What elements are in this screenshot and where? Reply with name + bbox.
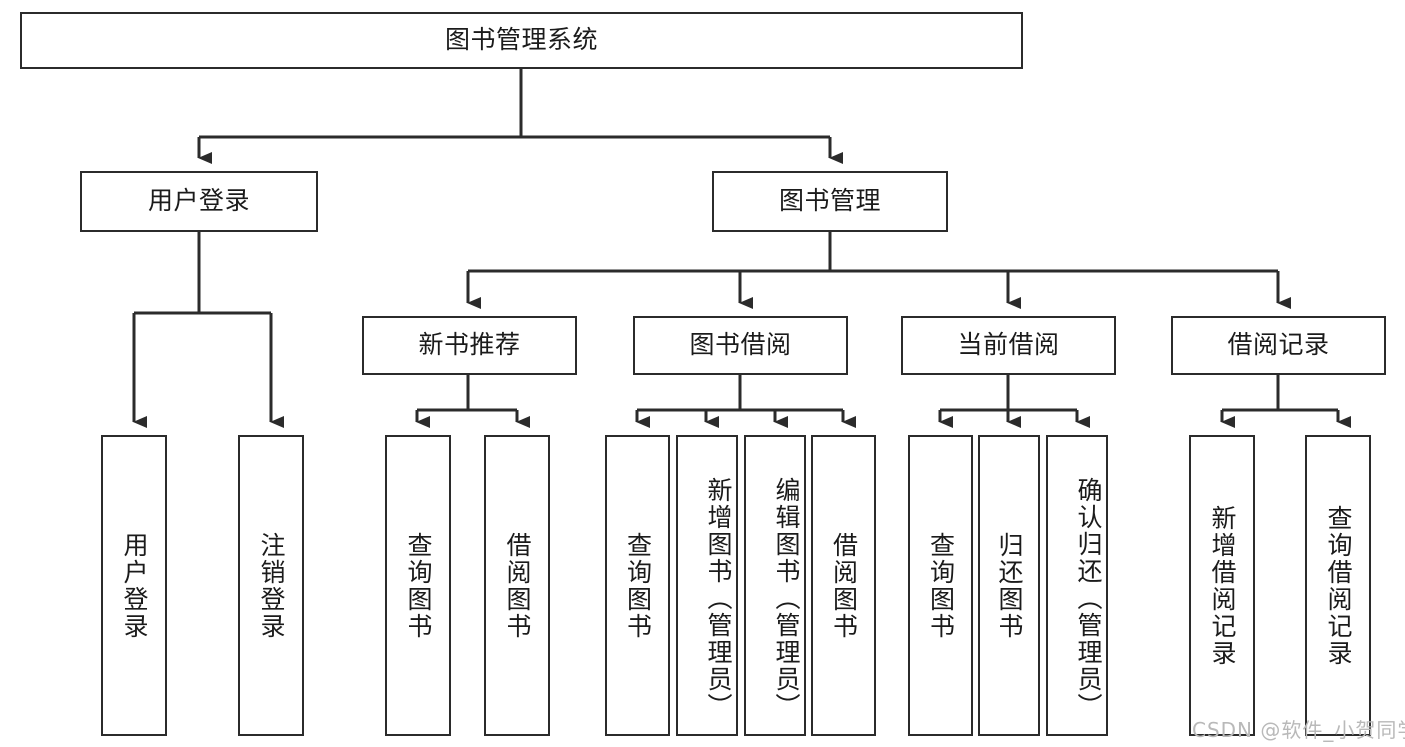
node-root-label: 图书管理系统	[444, 25, 598, 55]
leaf-borrow-book-1-label: 借阅图书	[503, 531, 532, 640]
node-borrow-records[interactable]: 借阅记录	[1171, 316, 1386, 375]
node-book-borrow[interactable]: 图书借阅	[633, 316, 848, 375]
leaf-edit-book-admin-label: 编辑图书（管理员）	[772, 477, 801, 720]
node-borrow-records-label: 借阅记录	[1227, 330, 1330, 360]
leaf-query-book-3-label: 查询图书	[926, 531, 956, 640]
leaf-query-book-3[interactable]: 查询图书	[908, 435, 973, 736]
leaf-add-borrow-record[interactable]: 新增借阅记录	[1189, 435, 1255, 736]
node-current-borrow[interactable]: 当前借阅	[901, 316, 1116, 375]
node-book-management[interactable]: 图书管理	[712, 171, 948, 232]
leaf-user-login[interactable]: 用户登录	[101, 435, 167, 736]
leaf-query-borrow-record[interactable]: 查询借阅记录	[1305, 435, 1371, 736]
leaf-query-book-1-label: 查询图书	[404, 531, 433, 640]
node-book-management-label: 图书管理	[778, 186, 881, 216]
leaf-query-book-1[interactable]: 查询图书	[385, 435, 451, 736]
leaf-borrow-book-2[interactable]: 借阅图书	[811, 435, 876, 736]
node-user-login-label: 用户登录	[147, 186, 250, 216]
leaf-confirm-return-admin[interactable]: 确认归还（管理员）	[1046, 435, 1108, 736]
leaf-add-book-admin-label: 新增图书（管理员）	[704, 477, 733, 720]
leaf-query-book-2-label: 查询图书	[623, 531, 653, 640]
leaf-edit-book-admin[interactable]: 编辑图书（管理员）	[744, 435, 806, 736]
watermark: CSDN @软件_小贺同学	[1192, 718, 1405, 742]
leaf-confirm-return-admin-label: 确认归还（管理员）	[1074, 477, 1103, 720]
leaf-add-book-admin[interactable]: 新增图书（管理员）	[676, 435, 738, 736]
node-current-borrow-label: 当前借阅	[957, 330, 1060, 360]
leaf-logout-label: 注销登录	[257, 531, 286, 640]
leaf-query-book-2[interactable]: 查询图书	[605, 435, 670, 736]
node-new-book-recommend-label: 新书推荐	[418, 330, 521, 360]
leaf-query-borrow-record-label: 查询借阅记录	[1324, 504, 1353, 667]
leaf-logout[interactable]: 注销登录	[238, 435, 304, 736]
node-user-login[interactable]: 用户登录	[80, 171, 318, 232]
leaf-return-book-label: 归还图书	[995, 531, 1024, 640]
leaf-return-book[interactable]: 归还图书	[978, 435, 1040, 736]
leaf-user-login-label: 用户登录	[120, 531, 149, 640]
leaf-borrow-book-2-label: 借阅图书	[829, 531, 859, 640]
node-root[interactable]: 图书管理系统	[20, 12, 1023, 69]
node-book-borrow-label: 图书借阅	[689, 330, 792, 360]
leaf-borrow-book-1[interactable]: 借阅图书	[484, 435, 550, 736]
leaf-add-borrow-record-label: 新增借阅记录	[1208, 504, 1237, 667]
node-new-book-recommend[interactable]: 新书推荐	[362, 316, 577, 375]
